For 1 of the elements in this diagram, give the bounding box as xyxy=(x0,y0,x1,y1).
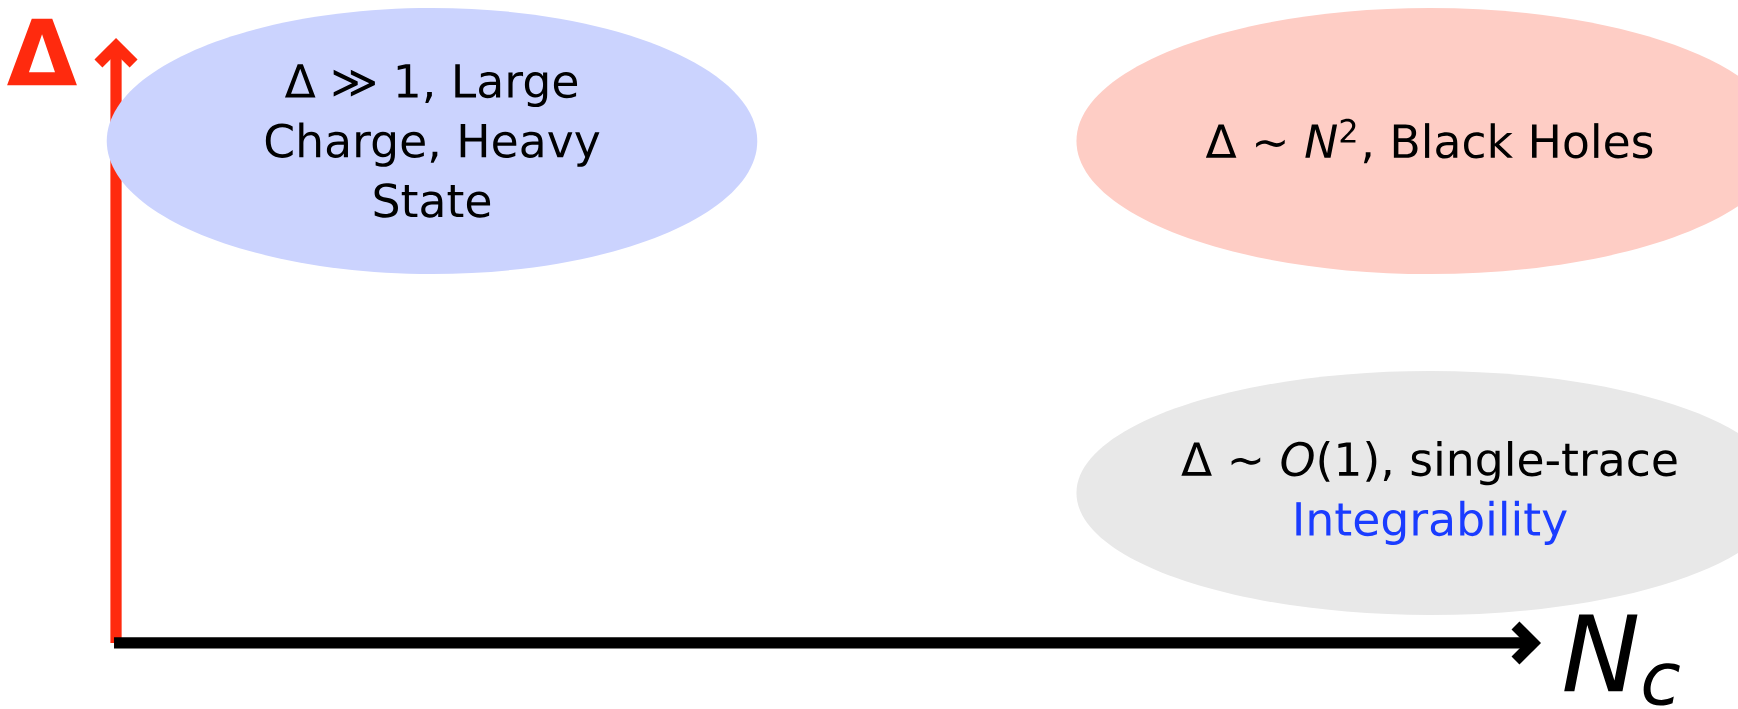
axis-label: N$_{c}$ xyxy=(1564,614,1680,706)
